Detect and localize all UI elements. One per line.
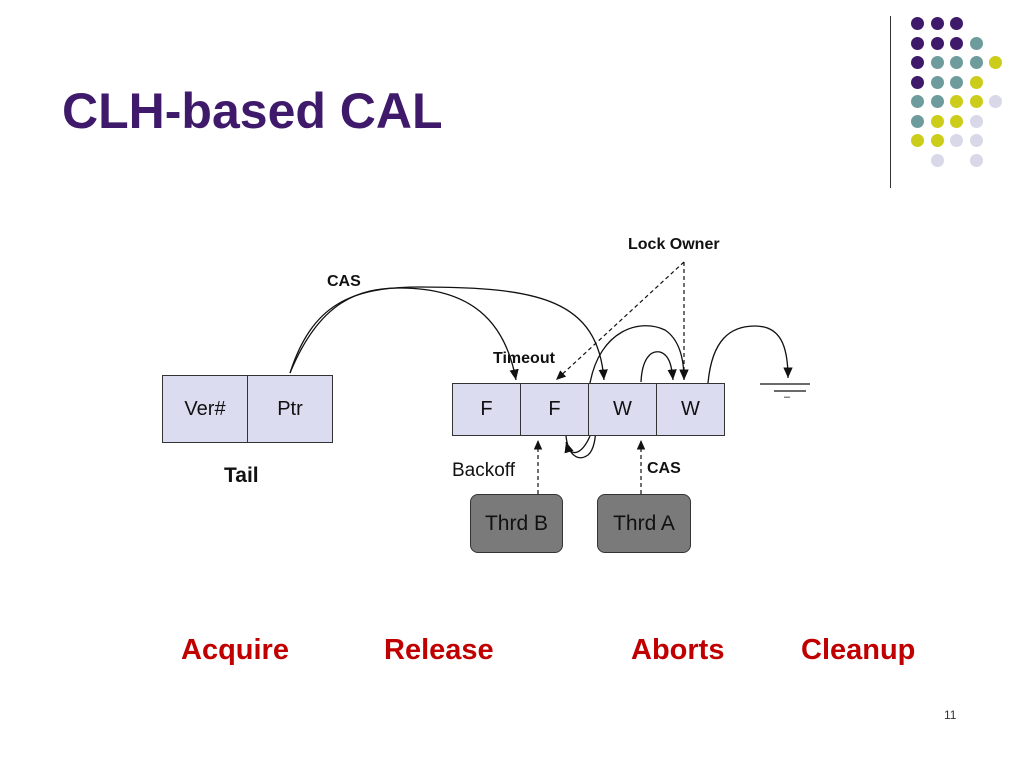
- decorative-dot: [950, 114, 963, 128]
- decorative-dot: [969, 95, 983, 108]
- phase-aborts: Aborts: [631, 634, 725, 666]
- lock-owner-label: Lock Owner: [628, 236, 720, 253]
- thread-b-box: Thrd B: [470, 494, 563, 553]
- decorative-dot: [950, 134, 963, 147]
- link-arrow-w-to-w: [589, 325, 689, 384]
- decorative-dot: [930, 75, 944, 89]
- decorative-dot: [969, 153, 983, 167]
- queue-cell-4: W: [656, 383, 725, 436]
- tail-cell-pointer: Ptr: [247, 375, 333, 443]
- cas-label-bottom: CAS: [647, 460, 681, 477]
- decorative-dot: [989, 56, 1002, 69]
- phase-acquire: Acquire: [181, 634, 289, 666]
- cas-label-top: CAS: [327, 273, 361, 290]
- decorative-dot: [989, 95, 1002, 108]
- decorative-dot: [969, 114, 983, 128]
- decorative-dot: [930, 56, 944, 69]
- decorative-dot: [911, 75, 924, 89]
- backoff-label: Backoff: [452, 460, 516, 481]
- decorative-dot: [930, 134, 944, 147]
- phase-cleanup: Cleanup: [801, 634, 916, 666]
- lock-owner-dashed-arrow-1: [555, 261, 685, 381]
- decorative-dot: [950, 56, 963, 69]
- decorative-dot: [911, 95, 924, 108]
- decorative-dot: [911, 56, 924, 69]
- decorative-dot: [911, 36, 924, 50]
- phase-release: Release: [384, 634, 494, 666]
- decorative-dot: [911, 17, 924, 30]
- cas-arrow-to-cell-1: [289, 287, 519, 381]
- cleanup-arrow-to-ground: [707, 325, 793, 384]
- decorative-dot: [950, 17, 963, 30]
- decorative-dot: [930, 153, 944, 167]
- link-arrow-w-self: [640, 351, 677, 383]
- queue-cell-1: F: [452, 383, 521, 436]
- decorative-dot: [969, 56, 983, 69]
- tail-cell-version: Ver#: [162, 375, 248, 443]
- slide-title: CLH-based CAL: [62, 83, 443, 139]
- decorative-dot: [950, 95, 963, 108]
- decorative-dot: [950, 36, 963, 50]
- decorative-dot: [930, 95, 944, 108]
- decorative-dot: [930, 36, 944, 50]
- decorative-dot: [930, 17, 944, 30]
- timeout-label: Timeout: [493, 350, 555, 367]
- decorative-dot: [950, 75, 963, 89]
- tail-label: Tail: [224, 464, 259, 487]
- ground-minus-label: –: [784, 391, 791, 403]
- queue-cell-3: W: [588, 383, 657, 436]
- decorative-dot: [969, 75, 983, 89]
- vertical-divider: [890, 16, 891, 188]
- decorative-dot: [911, 134, 924, 147]
- cas-arrow-to-cell-3: [289, 286, 608, 381]
- decorative-dot: [969, 36, 983, 50]
- decorative-dot: [930, 114, 944, 128]
- thread-a-box: Thrd A: [597, 494, 691, 553]
- queue-cell-2: F: [520, 383, 589, 436]
- decorative-dot: [969, 134, 983, 147]
- backoff-loop-arrow-head: [564, 435, 591, 454]
- page-number: 11: [944, 708, 957, 722]
- decorative-dot: [911, 114, 924, 128]
